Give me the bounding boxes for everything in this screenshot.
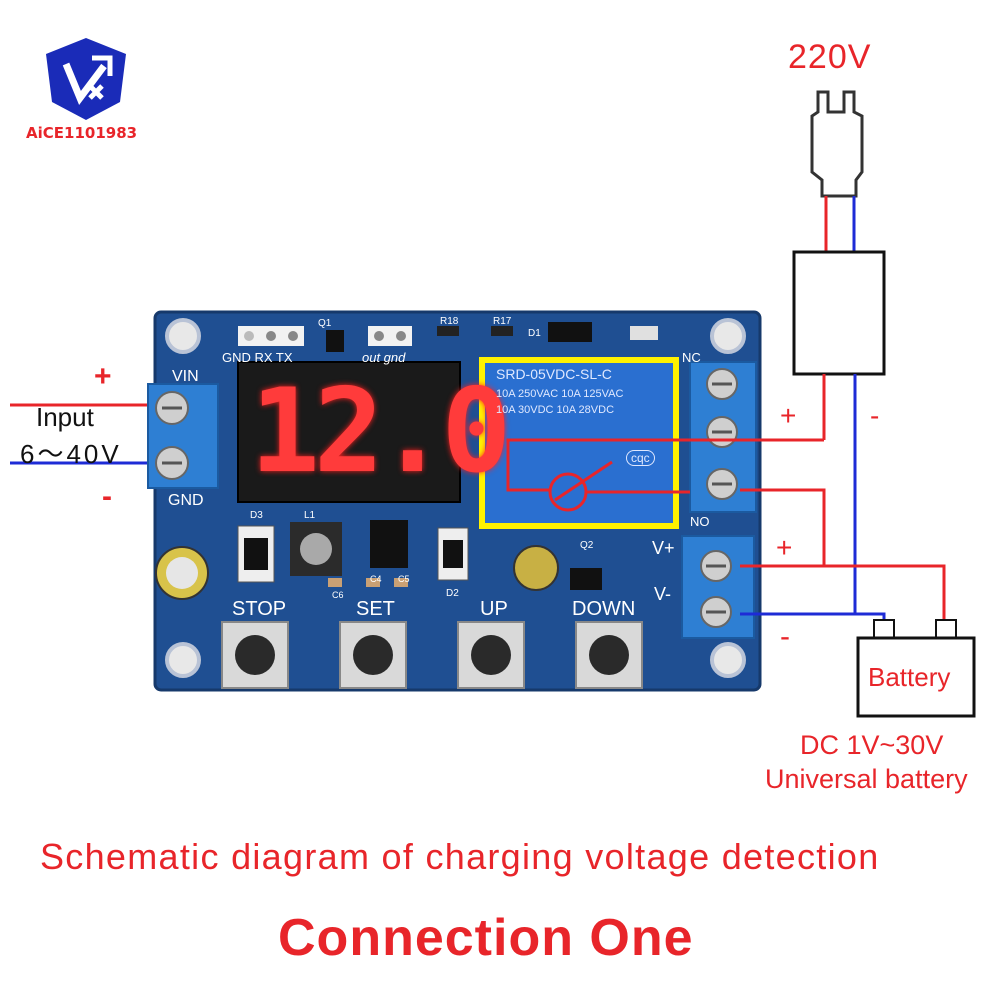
d1-label: D1: [528, 328, 541, 339]
relay-model-label: SRD-05VDC-SL-C: [496, 366, 612, 382]
led-display-value: 12.0: [250, 364, 511, 499]
d3-label: D3: [250, 510, 263, 521]
relay-rating-line2: 10A 30VDC 10A 28VDC: [496, 404, 615, 416]
diagram-caption: Schematic diagram of charging voltage de…: [40, 836, 880, 877]
relay-plus-sign: +: [780, 400, 797, 431]
relay-minus-sign: -: [870, 400, 880, 431]
diagram-heading: Connection One: [278, 909, 694, 967]
plug-icon: [810, 90, 864, 198]
battery-terminal-block: [681, 535, 755, 639]
gnd-label: GND: [168, 492, 204, 509]
no-label: NO: [690, 514, 710, 529]
battery-voltage-range: DC 1V~30V: [800, 730, 944, 760]
battery-type: Universal battery: [765, 764, 968, 794]
relay-switch-symbol: [506, 438, 826, 566]
l1-label: L1: [304, 510, 316, 521]
battery-minus-sign: -: [780, 620, 790, 653]
load-box: [792, 250, 886, 376]
q1-label: Q1: [318, 318, 332, 329]
mains-voltage-label: 220V: [788, 38, 872, 76]
down-button-label: DOWN: [572, 598, 636, 620]
stop-button-label: STOP: [232, 598, 287, 620]
set-button-label: SET: [356, 598, 395, 620]
components: [155, 322, 658, 600]
mounting-holes: [165, 318, 746, 678]
brand-logo-icon: [46, 38, 126, 120]
vminus-label: V-: [654, 584, 672, 604]
vin-label: VIN: [172, 368, 199, 385]
input-label: Input: [36, 402, 94, 432]
relay: [479, 357, 679, 529]
output-header-label: out gnd: [362, 350, 406, 365]
q2-label: Q2: [580, 540, 594, 551]
battery-icon: [856, 619, 976, 718]
battery-plus-sign: +: [776, 532, 793, 563]
serial-header: [238, 326, 412, 346]
c5-label: C5: [398, 574, 410, 584]
r18-label: R18: [440, 316, 459, 327]
relay-brand-mark: cqc: [626, 450, 655, 466]
input-plus-sign: +: [94, 360, 112, 393]
c6-label: C6: [332, 590, 344, 600]
d2-label: D2: [446, 588, 459, 599]
relay-rating-line1: 10A 250VAC 10A 125VAC: [496, 388, 624, 400]
serial-header-label: GND RX TX: [222, 350, 293, 365]
brand-logo-text: AiCE1101983: [26, 124, 138, 142]
input-range-label: 6～40V: [20, 439, 122, 469]
nc-label: NC: [682, 350, 701, 365]
r17-label: R17: [493, 316, 512, 327]
push-buttons: [221, 621, 643, 689]
input-terminal-block: [147, 383, 219, 489]
vplus-label: V+: [652, 538, 675, 558]
c4-label: C4: [370, 574, 382, 584]
up-button-label: UP: [480, 598, 508, 620]
input-minus-sign: -: [102, 480, 112, 513]
battery-label: Battery: [868, 662, 951, 692]
led-display: [237, 361, 461, 503]
